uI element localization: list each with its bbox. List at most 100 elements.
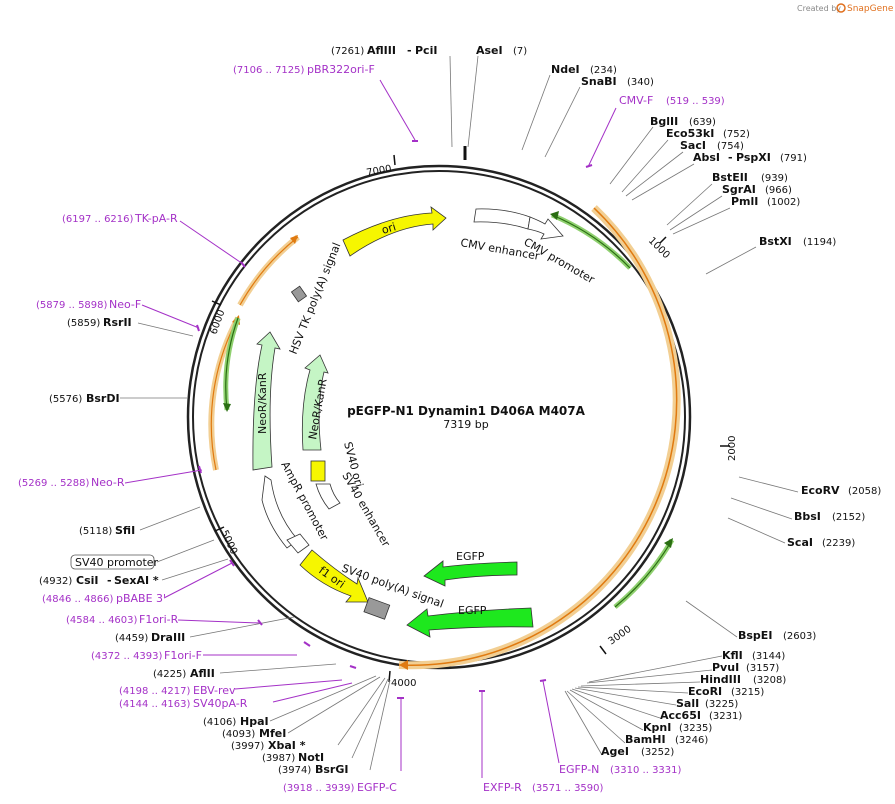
site-ecorv[interactable]: EcoRV (2058) — [801, 484, 881, 497]
svg-text:BsrDI: BsrDI — [86, 392, 120, 405]
svg-text:(4144 .. 4163): (4144 .. 4163) — [119, 699, 191, 710]
svg-text:BamHI: BamHI — [625, 733, 666, 746]
site-xbai[interactable]: (3997) XbaI * — [231, 739, 306, 752]
site-hpai[interactable]: (4106) HpaI — [203, 715, 269, 728]
svg-text:BstXI: BstXI — [759, 235, 792, 248]
site-bsteii[interactable]: BstEII (939) — [712, 171, 788, 184]
site-bamhi[interactable]: BamHI (3246) — [625, 733, 708, 746]
primer-pbabe-3[interactable]: (4846 .. 4866) pBABE 3' — [42, 592, 166, 605]
green-arc-lower — [613, 538, 675, 609]
site-bglii[interactable]: BglII (639) — [650, 115, 716, 128]
sv40-enhancer-box — [315, 483, 341, 510]
svg-text:(791): (791) — [780, 153, 807, 164]
svg-text:(3252): (3252) — [641, 747, 674, 758]
site-agei[interactable]: AgeI (3252) — [601, 745, 674, 758]
primer-markers — [196, 140, 593, 699]
primer-sv40pa-r[interactable]: (4144 .. 4163) SV40pA-R — [119, 697, 248, 710]
site-pvui[interactable]: PvuI (3157) — [712, 661, 779, 674]
primer-neo-r[interactable]: (5269 .. 5288) Neo-R — [18, 476, 125, 489]
site-absi-pspxi[interactable]: AbsI - PspXI (791) — [693, 151, 807, 164]
primer-ebv-rev[interactable]: (4198 .. 4217) EBV-rev — [119, 684, 236, 697]
primer-egfp-n[interactable]: EGFP-N (3310 .. 3331) — [559, 763, 682, 776]
svg-text:EXFP-R: EXFP-R — [483, 781, 522, 794]
svg-text:(1194): (1194) — [803, 237, 836, 248]
svg-text:BglII: BglII — [650, 115, 678, 128]
site-bstxi[interactable]: BstXI (1194) — [759, 235, 836, 248]
svg-text:(5879 .. 5898): (5879 .. 5898) — [36, 300, 108, 311]
cmv-promoter-arrow — [527, 216, 564, 240]
svg-text:(4459): (4459) — [115, 633, 148, 644]
site-rsrii[interactable]: (5859) RsrII — [67, 316, 132, 329]
primer-cmv-f[interactable]: CMV-F (519 .. 539) — [619, 94, 725, 107]
svg-text:SgrAI: SgrAI — [722, 183, 756, 196]
orf-line-right — [398, 207, 678, 667]
svg-text:PvuI: PvuI — [712, 661, 739, 674]
hsv-tk-polya-label: HSV TK poly(A) signal — [287, 241, 344, 356]
site-aflIII-pciI[interactable]: (7261) AflIII - PciI — [331, 44, 437, 57]
primer-pbr322ori-f[interactable]: (7106 .. 7125) pBR322ori-F — [233, 63, 375, 76]
primer-f1ori-r[interactable]: (4584 .. 4603) F1ori-R — [66, 613, 179, 626]
svg-text:KflI: KflI — [722, 649, 743, 662]
svg-text:BsrGI: BsrGI — [315, 763, 348, 776]
svg-text:SacI: SacI — [680, 139, 706, 152]
site-kpni[interactable]: KpnI (3235) — [643, 721, 712, 734]
site-draiii[interactable]: (4459) DraIII — [115, 631, 185, 644]
svg-text:F1ori-F: F1ori-F — [164, 649, 202, 662]
site-bbsi[interactable]: BbsI (2152) — [794, 510, 865, 523]
site-asei[interactable]: AseI (7) — [476, 44, 527, 57]
svg-text:Neo-R: Neo-R — [91, 476, 125, 489]
site-saci[interactable]: SacI (754) — [680, 139, 744, 152]
site-eco53ki[interactable]: Eco53kI (752) — [666, 127, 750, 140]
site-sfii[interactable]: (5118) SfiI — [79, 524, 135, 537]
backbone-outer — [186, 164, 692, 670]
site-kfli[interactable]: KflI (3144) — [722, 649, 785, 662]
site-bsrdi[interactable]: (5576) BsrDI — [49, 392, 120, 405]
site-mfei[interactable]: (4093) MfeI — [222, 727, 286, 740]
primer-f1ori-f[interactable]: (4372 .. 4393) F1ori-F — [91, 649, 202, 662]
site-scai[interactable]: ScaI (2239) — [787, 536, 855, 549]
site-pmli[interactable]: PmlI (1002) — [731, 195, 800, 208]
primer-egfp-c[interactable]: (3918 .. 3939) EGFP-C — [283, 781, 397, 794]
site-ndei[interactable]: NdeI (234) — [551, 63, 617, 76]
site-sgrai[interactable]: SgrAI (966) — [722, 183, 792, 196]
svg-text:MfeI: MfeI — [259, 727, 286, 740]
plasmid-size: 7319 bp — [443, 418, 488, 431]
svg-text:(754): (754) — [717, 141, 744, 152]
site-bsrgi[interactable]: (3974) BsrGI — [278, 763, 348, 776]
tick-label-2000: 2000 — [727, 436, 738, 461]
primer-exfp-r[interactable]: EXFP-R (3571 .. 3590) — [483, 781, 604, 794]
egfp-upper-label: EGFP — [456, 550, 485, 563]
plasmid-name: pEGFP-N1 Dynamin1 D406A M407A — [347, 404, 586, 418]
snapgene-logo-icon — [836, 3, 846, 13]
primer-tk-pa-r[interactable]: (6197 .. 6216) TK-pA-R — [62, 212, 178, 225]
svg-text:(3231): (3231) — [709, 711, 742, 722]
svg-text:(4106): (4106) — [203, 717, 236, 728]
svg-text:NotI: NotI — [298, 751, 324, 764]
svg-text:BstEII: BstEII — [712, 171, 748, 184]
svg-text:AgeI: AgeI — [601, 745, 629, 758]
site-acc65i[interactable]: Acc65I (3231) — [660, 709, 742, 722]
site-hindiii[interactable]: HindIII (3208) — [700, 673, 786, 686]
svg-text:(3310 .. 3331): (3310 .. 3331) — [610, 765, 682, 776]
site-sali[interactable]: SalI (3225) — [676, 697, 738, 710]
site-aflii[interactable]: (4225) AflII — [153, 667, 215, 680]
svg-text:-: - — [107, 574, 112, 587]
svg-text:(3246): (3246) — [675, 735, 708, 746]
primer-neo-f[interactable]: (5879 .. 5898) Neo-F — [36, 298, 141, 311]
ori-arrow — [342, 206, 447, 257]
svg-text:(4225): (4225) — [153, 669, 186, 680]
site-bspei[interactable]: BspEI (2603) — [738, 629, 816, 642]
svg-text:EBV-rev: EBV-rev — [193, 684, 236, 697]
svg-text:(752): (752) — [723, 129, 750, 140]
neor-kanr-outer-label: NeoR/KanR — [256, 372, 269, 434]
site-csii-sexai[interactable]: (4932) CsiI - SexAI * — [39, 574, 159, 587]
sv40-promoter-box[interactable]: SV40 promoter — [70, 554, 159, 570]
site-snabi[interactable]: SnaBI (340) — [581, 75, 654, 88]
tick-label-4000: 4000 — [391, 678, 416, 689]
site-ecori[interactable]: EcoRI (3215) — [688, 685, 764, 698]
svg-text:AbsI: AbsI — [693, 151, 720, 164]
ticks — [211, 154, 730, 683]
egfp-arrow-upper — [423, 560, 518, 587]
site-noti[interactable]: (3987) NotI — [262, 751, 324, 764]
svg-text:PspXI: PspXI — [736, 151, 771, 164]
